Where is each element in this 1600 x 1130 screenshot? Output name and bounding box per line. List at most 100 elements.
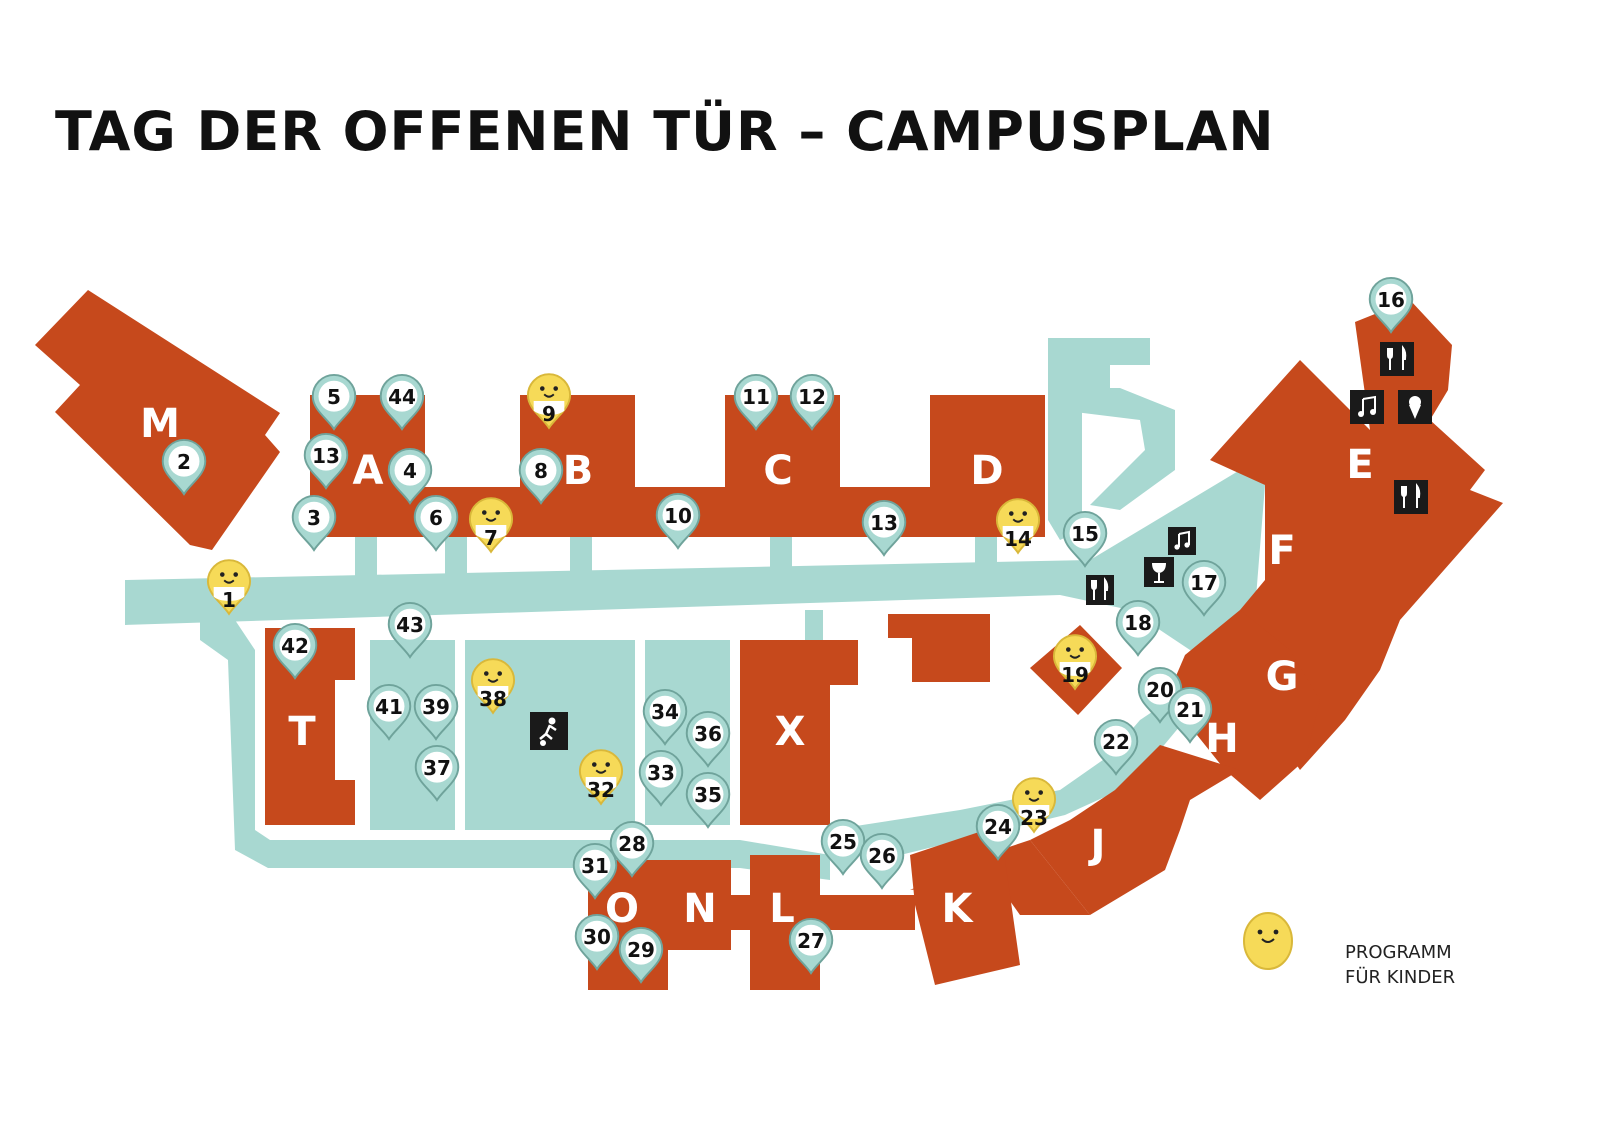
location-pin-11[interactable]: 11 <box>733 373 779 431</box>
location-pin-13[interactable]: 13 <box>303 432 349 490</box>
location-pin-5[interactable]: 5 <box>311 373 357 431</box>
legend-kids-icon <box>1243 912 1293 970</box>
kids-pin-9[interactable]: 9 <box>526 373 572 429</box>
courtyard <box>370 640 455 830</box>
pin-number: 26 <box>868 844 896 868</box>
location-pin-41[interactable]: 41 <box>366 683 412 741</box>
building-label-j: J <box>1088 822 1106 868</box>
kids-pin-23[interactable]: 23 <box>1011 777 1057 833</box>
pin-number: 3 <box>307 506 321 530</box>
pin-number: 15 <box>1071 522 1099 546</box>
location-pin-29[interactable]: 29 <box>618 926 664 984</box>
location-pin-33[interactable]: 33 <box>638 749 684 807</box>
football-icon <box>530 712 568 750</box>
pin-number: 5 <box>327 385 341 409</box>
building-label-g: G <box>1266 654 1299 700</box>
legend: PROGRAMM FÜR KINDER <box>1345 940 1455 990</box>
pin-number: 28 <box>618 832 646 856</box>
location-pin-4[interactable]: 4 <box>387 447 433 505</box>
pin-number: 31 <box>581 854 609 878</box>
location-pin-22[interactable]: 22 <box>1093 718 1139 776</box>
location-pin-18[interactable]: 18 <box>1115 599 1161 657</box>
building-k <box>910 825 1020 985</box>
location-pin-30[interactable]: 30 <box>574 913 620 971</box>
music-icon <box>1168 527 1196 555</box>
location-pin-10[interactable]: 10 <box>655 492 701 550</box>
pin-number: 44 <box>388 385 416 409</box>
pin-number: 42 <box>281 634 309 658</box>
pin-number: 18 <box>1124 611 1152 635</box>
kids-pin-38[interactable]: 38 <box>470 658 516 714</box>
pin-number: 30 <box>583 925 611 949</box>
pin-number: 16 <box>1377 288 1405 312</box>
small-annex-2 <box>912 614 990 682</box>
location-pin-37[interactable]: 37 <box>414 744 460 802</box>
pin-number: 2 <box>177 450 191 474</box>
location-pin-8[interactable]: 8 <box>518 447 564 505</box>
location-pin-35[interactable]: 35 <box>685 771 731 829</box>
pin-number: 27 <box>797 929 825 953</box>
location-pin-6[interactable]: 6 <box>413 494 459 552</box>
pin-number: 13 <box>870 511 898 535</box>
pin-number: 23 <box>1020 806 1048 830</box>
kids-pin-19[interactable]: 19 <box>1052 634 1098 690</box>
building-label-t: T <box>288 709 316 755</box>
location-pin-42[interactable]: 42 <box>272 622 318 680</box>
location-pin-31[interactable]: 31 <box>572 842 618 900</box>
pin-number: 7 <box>484 526 498 550</box>
location-pin-28[interactable]: 28 <box>609 820 655 878</box>
connector <box>570 535 592 585</box>
pin-number: 21 <box>1176 698 1204 722</box>
location-pin-44[interactable]: 44 <box>379 373 425 431</box>
north-path-top <box>1080 338 1150 390</box>
link-n-l <box>731 895 751 930</box>
pin-number: 1 <box>222 588 236 612</box>
pin-number: 34 <box>651 700 679 724</box>
link-l-k <box>820 895 915 930</box>
location-pin-13b[interactable]: 13 <box>861 499 907 557</box>
location-pin-21[interactable]: 21 <box>1167 686 1213 744</box>
location-pins[interactable]: 1 2 3 4 5 6 7 8 9 10 11 12 13 13 14 15 1… <box>161 276 1414 984</box>
location-pin-27[interactable]: 27 <box>788 917 834 975</box>
location-pin-16[interactable]: 16 <box>1368 276 1414 334</box>
building-label-c: C <box>763 448 792 494</box>
location-pin-24[interactable]: 24 <box>975 803 1021 861</box>
location-pin-39[interactable]: 39 <box>413 683 459 741</box>
location-pin-43[interactable]: 43 <box>387 601 433 659</box>
kids-pin-14[interactable]: 14 <box>995 498 1041 554</box>
pin-number: 19 <box>1061 663 1089 687</box>
location-pin-20[interactable]: 20 <box>1137 666 1183 724</box>
kids-pin-1[interactable]: 1 <box>206 559 252 615</box>
building-labels: M A B C D E F G H J K L N O T X <box>140 401 1374 932</box>
building-label-h: H <box>1205 716 1238 762</box>
pin-number: 39 <box>422 695 450 719</box>
pin-number: 10 <box>664 504 692 528</box>
location-pin-12[interactable]: 12 <box>789 373 835 431</box>
legend-line-2: FÜR KINDER <box>1345 967 1456 988</box>
building-x <box>740 640 858 825</box>
location-pin-26[interactable]: 26 <box>859 832 905 890</box>
pin-number: 22 <box>1102 730 1130 754</box>
kids-pin-7[interactable]: 7 <box>468 497 514 553</box>
location-pin-25[interactable]: 25 <box>820 818 866 876</box>
location-pin-15[interactable]: 15 <box>1062 510 1108 568</box>
pin-number: 37 <box>423 756 451 780</box>
ice-cream-icon <box>1398 390 1432 424</box>
music-icon <box>1350 390 1384 424</box>
pin-number: 20 <box>1146 678 1174 702</box>
building-label-a: A <box>353 448 384 494</box>
legend-line-1: PROGRAMM <box>1345 942 1452 963</box>
location-pin-3[interactable]: 3 <box>291 494 337 552</box>
location-pin-2[interactable]: 2 <box>161 438 207 496</box>
connector <box>445 535 467 585</box>
location-pin-34[interactable]: 34 <box>642 688 688 746</box>
building-j <box>1030 745 1240 915</box>
pin-number: 12 <box>798 385 826 409</box>
kids-pin-32[interactable]: 32 <box>578 749 624 805</box>
location-pin-36[interactable]: 36 <box>685 710 731 768</box>
building-h <box>1170 610 1320 800</box>
building-t <box>265 628 355 825</box>
location-pin-17[interactable]: 17 <box>1181 559 1227 617</box>
building-label-x: X <box>775 709 806 755</box>
